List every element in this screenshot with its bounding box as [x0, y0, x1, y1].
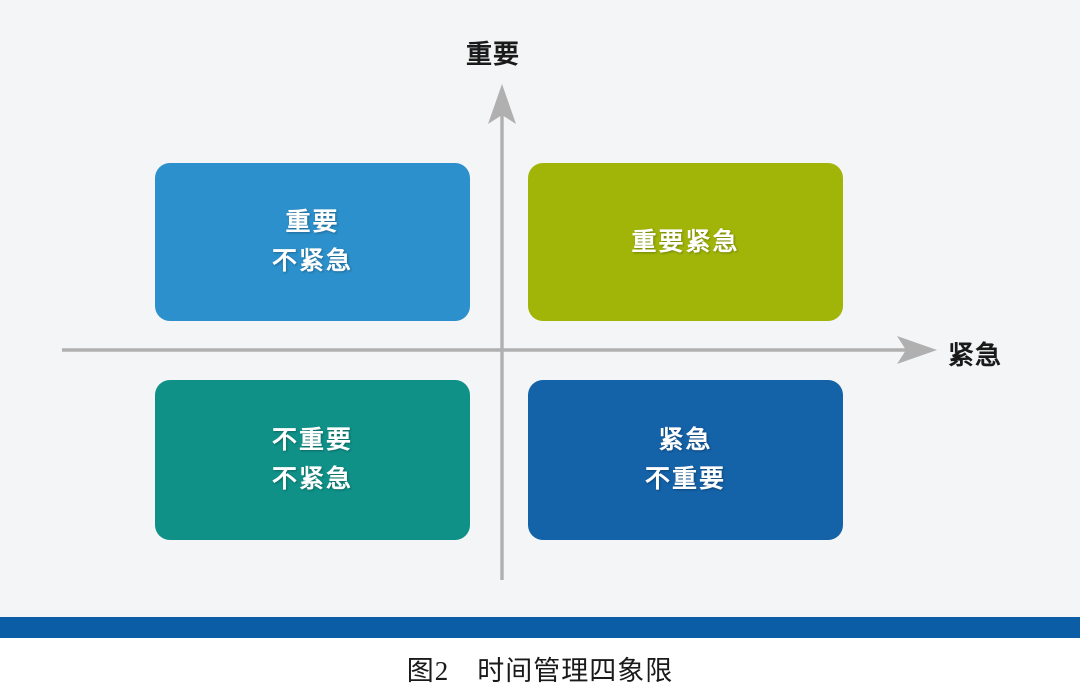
quadrant-urgent-not-important[interactable]: 紧急 不重要	[528, 380, 851, 540]
quadrant-important-urgent[interactable]: 重要紧急	[528, 163, 851, 321]
quadrant-label-line-2: 不重要	[644, 465, 726, 493]
bottom-blue-rule	[0, 617, 1080, 638]
arrow-right-icon	[897, 336, 937, 364]
arrow-up-icon	[488, 84, 516, 124]
axis-label-important: 重要	[466, 39, 521, 69]
figure-caption: 图2 时间管理四象限	[406, 656, 674, 686]
quadrant-label-line-1: 重要紧急	[631, 227, 740, 256]
quadrant-label-line-1: 不重要	[271, 426, 353, 455]
axes-group	[62, 84, 937, 580]
quadrant-label-line-2: 不紧急	[271, 247, 353, 275]
quadrant-label-line-2: 不紧急	[271, 465, 353, 493]
quadrant-label-line-1: 紧急	[658, 426, 713, 455]
caption-area: 图2 时间管理四象限	[0, 638, 1080, 699]
diagram-canvas: 重要 紧急 重要 不紧急 重要紧急 不重要 不紧急 紧急 不重要	[62, 39, 1003, 580]
quadrant-important-not-urgent[interactable]: 重要 不紧急	[155, 163, 478, 321]
quadrant-not-important-not-urgent[interactable]: 不重要 不紧急	[155, 380, 478, 540]
axis-label-urgent: 紧急	[948, 340, 1003, 370]
quadrant-label-line-1: 重要	[285, 208, 340, 237]
